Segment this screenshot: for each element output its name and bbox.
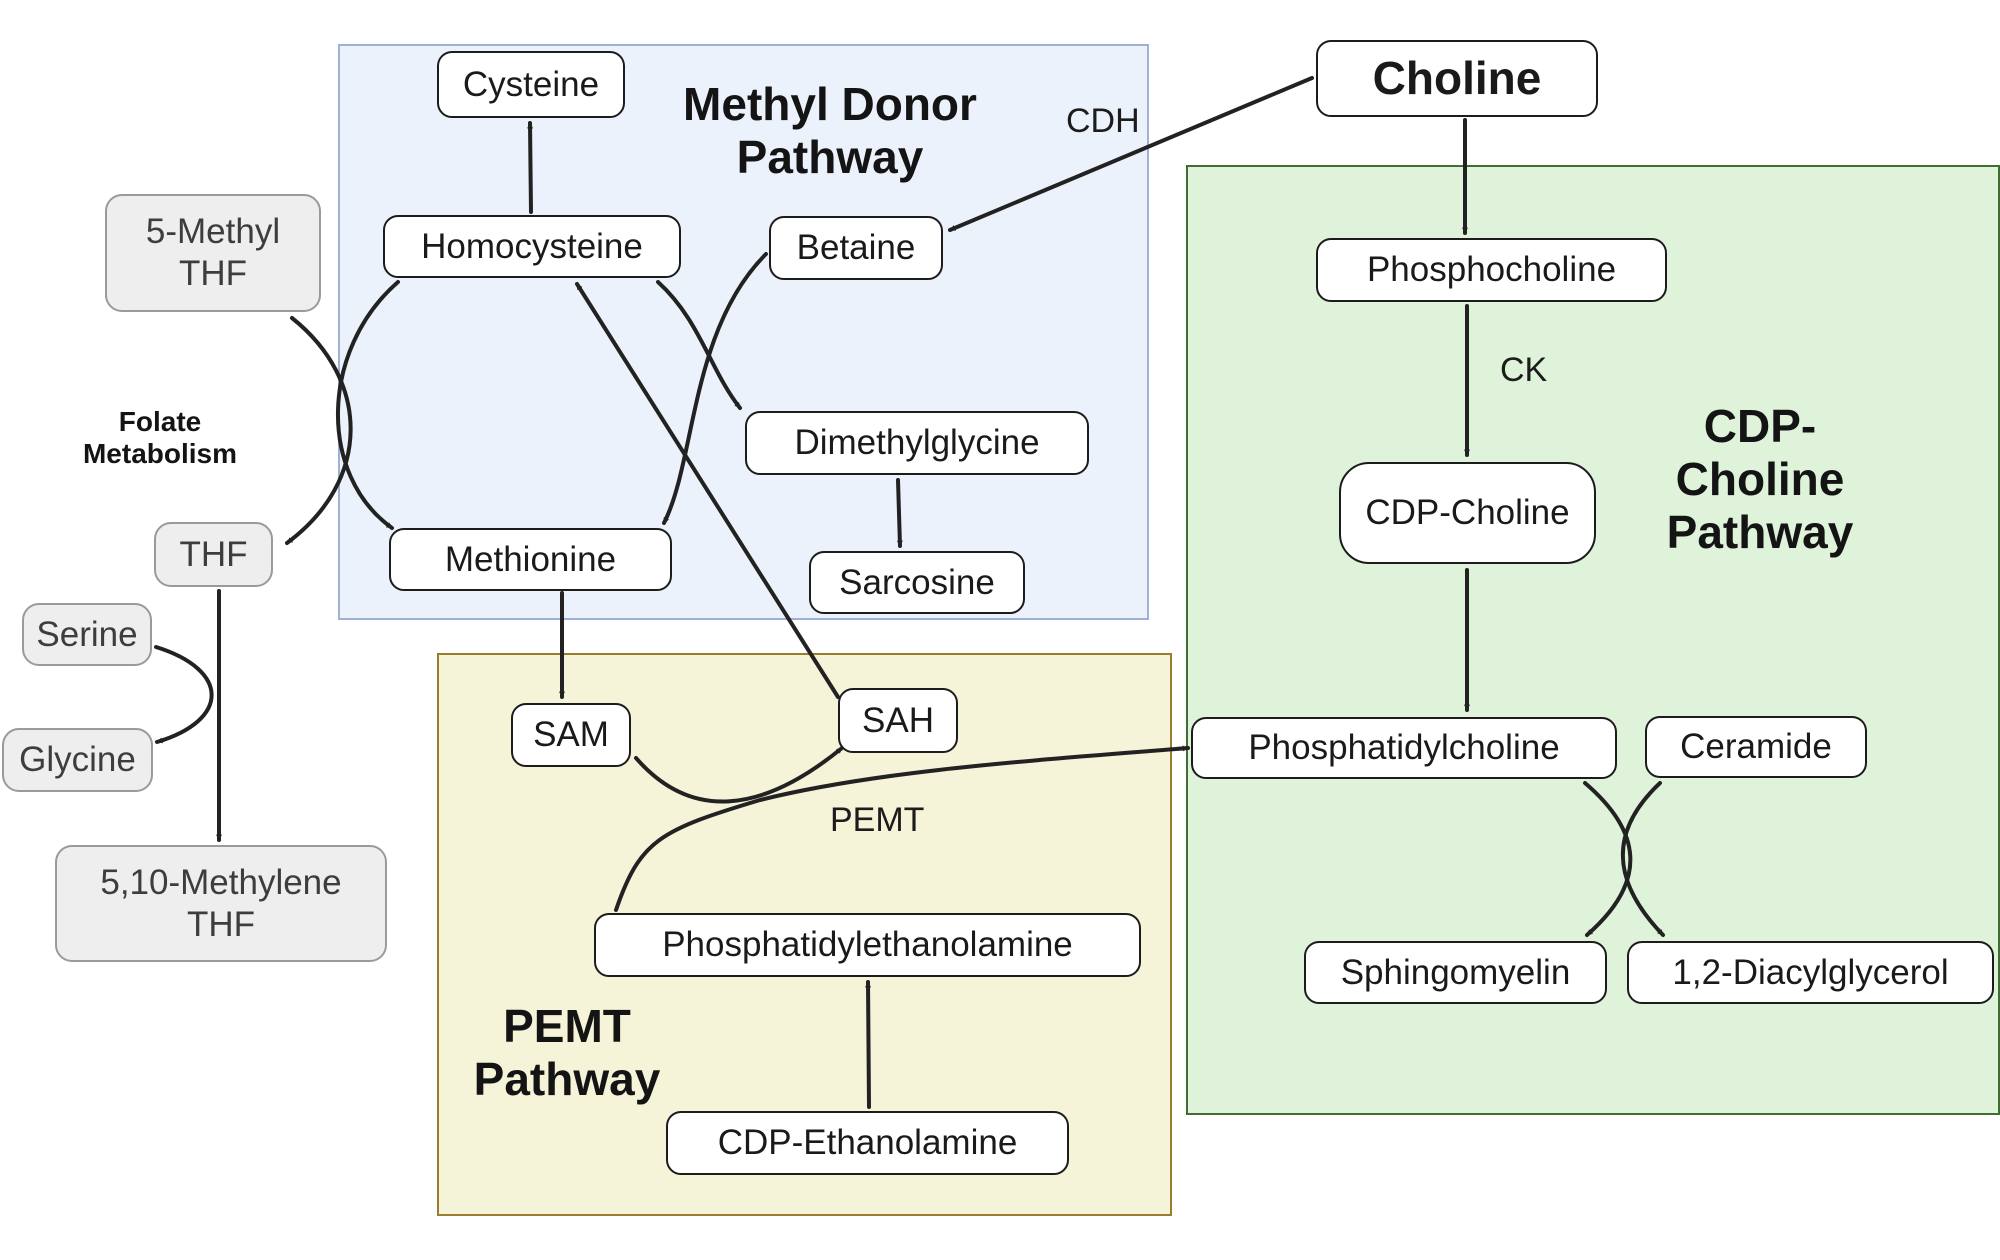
node-homocysteine: Homocysteine <box>383 215 681 278</box>
node-sah: SAH <box>838 688 958 753</box>
node-cysteine: Cysteine <box>437 51 625 118</box>
node-serine: Serine <box>22 603 152 666</box>
enzyme-label-ck: CK <box>1500 351 1548 389</box>
folate-metabolism-title: Folate Metabolism <box>82 406 238 470</box>
arrow-pe-pc <box>614 745 1190 912</box>
arrow-choline-betaine <box>948 76 1314 232</box>
node-phosphocholine: Phosphocholine <box>1316 238 1667 302</box>
arrow-sah-homocysteine <box>575 282 840 699</box>
arrow-homocysteine-dmg <box>656 280 742 410</box>
node-cdp-choline: CDP-Choline <box>1339 462 1596 564</box>
node-phosphatidylcholine: Phosphatidylcholine <box>1191 717 1617 779</box>
cdp-choline-pathway-title: CDP- Choline Pathway <box>1666 400 1854 558</box>
arrow-homocysteine-methionine-left <box>336 280 400 530</box>
node-cdp-ethanolamine: CDP-Ethanolamine <box>666 1111 1069 1175</box>
node-thf: THF <box>154 522 273 587</box>
node-sam: SAM <box>511 703 631 767</box>
node-5-10-methylene-thf: 5,10-Methylene THF <box>55 845 387 962</box>
node-methionine: Methionine <box>389 528 672 591</box>
node-sphingomyelin: Sphingomyelin <box>1304 941 1607 1004</box>
arrow-sam-sah <box>634 746 844 804</box>
enzyme-label-cdh: CDH <box>1066 102 1140 140</box>
node-sarcosine: Sarcosine <box>809 551 1025 614</box>
methyl-donor-pathway-title: Methyl Donor Pathway <box>683 78 977 183</box>
node-dimethylglycine: Dimethylglycine <box>745 411 1089 475</box>
arrow-betaine-methionine <box>662 252 768 525</box>
arrow-homocysteine-cysteine <box>527 121 534 214</box>
node-choline: Choline <box>1316 40 1598 117</box>
methyl-donor-pathway-region <box>338 44 1149 620</box>
pemt-pathway-title: PEMT Pathway <box>473 1000 661 1105</box>
arrow-serine-glycine <box>154 645 214 744</box>
arrow-pc-sphingomyelin <box>1583 781 1633 937</box>
node-5-methyl-thf: 5-Methyl THF <box>105 194 321 312</box>
node-glycine: Glycine <box>2 728 153 792</box>
enzyme-label-pemt: PEMT <box>830 801 925 839</box>
node-diacylglycerol: 1,2-Diacylglycerol <box>1627 941 1994 1004</box>
node-phosphatidylethanolamine: Phosphatidylethanolamine <box>594 913 1141 977</box>
arrow-methylthf-thf <box>285 316 353 545</box>
arrow-dmg-sarcosine <box>896 478 903 548</box>
node-betaine: Betaine <box>769 216 943 280</box>
arrow-cdpethanolamine-pe <box>865 980 872 1109</box>
arrow-ceramide-dag <box>1620 781 1665 937</box>
node-ceramide: Ceramide <box>1645 716 1867 778</box>
